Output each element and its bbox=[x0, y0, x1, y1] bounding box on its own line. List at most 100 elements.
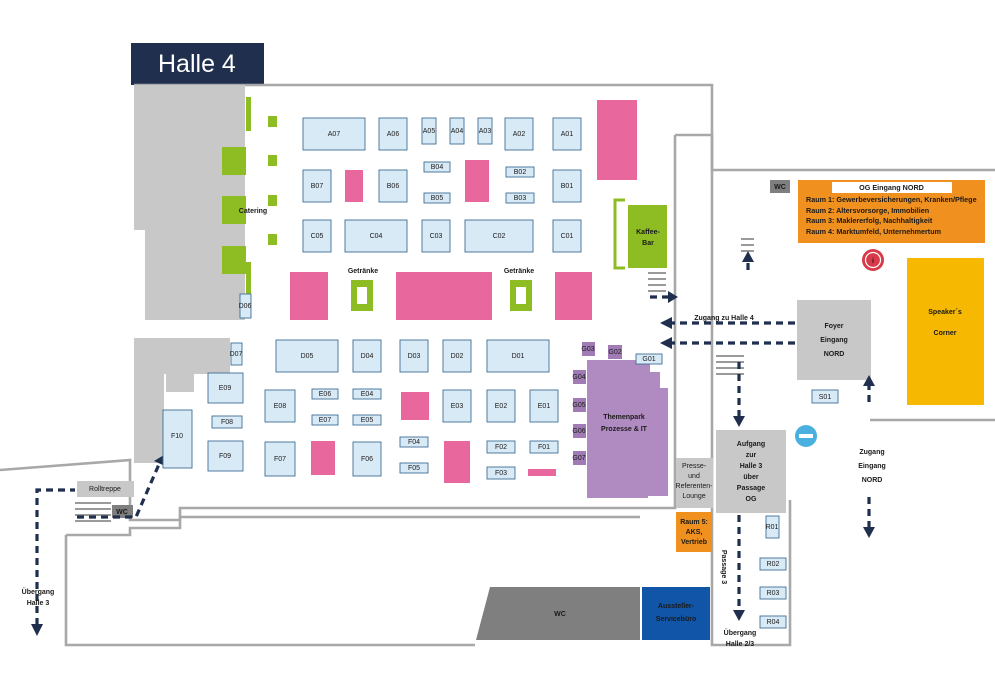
raum5-label: Vertrieb bbox=[681, 539, 707, 546]
booth-S01[interactable] bbox=[811, 389, 839, 404]
booth-A02[interactable] bbox=[504, 117, 534, 151]
booth-label: G06 bbox=[572, 428, 585, 435]
booth-B01[interactable] bbox=[552, 169, 582, 203]
booth-label: G01 bbox=[642, 356, 655, 363]
wc-main-area bbox=[476, 587, 640, 640]
booth-E07[interactable] bbox=[311, 414, 339, 426]
booth-F07[interactable] bbox=[264, 441, 296, 477]
booth-E08[interactable] bbox=[264, 389, 296, 423]
booth-F01[interactable] bbox=[529, 440, 559, 454]
booth-F04[interactable] bbox=[399, 436, 429, 448]
booth-D03[interactable] bbox=[399, 339, 429, 373]
booth-R03[interactable] bbox=[759, 586, 787, 600]
getraenke-label: Getränke bbox=[348, 268, 378, 275]
booth-B05[interactable] bbox=[423, 192, 451, 204]
booth-C03[interactable] bbox=[421, 219, 451, 253]
booth-C01[interactable] bbox=[552, 219, 582, 253]
raum5-label: AKS, bbox=[686, 529, 703, 536]
booth-G06[interactable] bbox=[573, 424, 586, 438]
booth-label: A01 bbox=[561, 131, 574, 138]
booth-label: R01 bbox=[766, 524, 779, 531]
aufgang-box bbox=[716, 430, 786, 513]
booth-label: C03 bbox=[430, 233, 443, 240]
booth-G05[interactable] bbox=[573, 398, 586, 412]
foyer-label: Eingang bbox=[820, 337, 848, 344]
booth-D07[interactable] bbox=[230, 342, 243, 366]
booth-label: F09 bbox=[219, 453, 231, 460]
booth-E05[interactable] bbox=[352, 414, 382, 426]
booth-D04[interactable] bbox=[352, 339, 382, 373]
aufgang-label: Aufgang bbox=[737, 441, 765, 448]
booth-A06[interactable] bbox=[378, 117, 408, 151]
pink-area-3 bbox=[465, 160, 489, 202]
booth-B04[interactable] bbox=[423, 161, 451, 173]
getraenke-stand-right-inner bbox=[516, 287, 526, 304]
stairs-foyer-top bbox=[741, 238, 754, 252]
booth-G01[interactable] bbox=[635, 353, 663, 365]
stairs-kaffee bbox=[648, 272, 666, 292]
booth-F03[interactable] bbox=[486, 466, 516, 480]
booth-E06[interactable] bbox=[311, 388, 339, 400]
booth-C02[interactable] bbox=[464, 219, 534, 253]
booth-label: B02 bbox=[514, 169, 527, 176]
booth-label: F03 bbox=[495, 470, 507, 477]
booth-R04[interactable] bbox=[759, 615, 787, 629]
booth-R02[interactable] bbox=[759, 557, 787, 571]
storage-block bbox=[166, 368, 194, 392]
booth-label: S01 bbox=[819, 394, 832, 401]
booth-A03[interactable] bbox=[477, 117, 493, 145]
booth-D05[interactable] bbox=[275, 339, 339, 373]
aufgang-label: zur bbox=[746, 452, 757, 459]
booth-F02[interactable] bbox=[486, 440, 516, 454]
booth-label: E07 bbox=[319, 417, 332, 424]
booth-R01[interactable] bbox=[765, 515, 780, 539]
booth-F10[interactable] bbox=[162, 409, 193, 469]
booth-B03[interactable] bbox=[505, 192, 535, 204]
booth-E01[interactable] bbox=[529, 389, 559, 423]
hall-title: Halle 4 bbox=[131, 43, 264, 85]
booth-label: E02 bbox=[495, 403, 508, 410]
booth-A01[interactable] bbox=[552, 117, 582, 151]
booth-label: D02 bbox=[451, 353, 464, 360]
booth-G02[interactable] bbox=[608, 345, 622, 359]
og-box-line: Raum 4: Marktumfeld, Unternehmertum bbox=[806, 226, 941, 236]
pink-area-7 bbox=[401, 392, 429, 420]
booth-C05[interactable] bbox=[302, 219, 332, 253]
booth-B07[interactable] bbox=[302, 169, 332, 203]
pink-area-1 bbox=[597, 100, 637, 180]
booth-E09[interactable] bbox=[207, 372, 244, 404]
booth-E03[interactable] bbox=[442, 389, 472, 423]
area-labels: Catering Getränke Getränke Kaffee- Bar T… bbox=[22, 184, 962, 648]
booth-E02[interactable] bbox=[486, 389, 516, 423]
booth-label: R03 bbox=[767, 590, 780, 597]
booth-label: A06 bbox=[387, 131, 400, 138]
booth-A05[interactable] bbox=[421, 117, 437, 145]
booth-G07[interactable] bbox=[573, 451, 586, 465]
lower-corridor-wall bbox=[64, 535, 475, 647]
booth-B02[interactable] bbox=[505, 166, 535, 178]
presse-label: und bbox=[688, 473, 700, 480]
booth-D06[interactable] bbox=[239, 293, 252, 319]
booth-label: B05 bbox=[431, 195, 444, 202]
booth-B06[interactable] bbox=[378, 169, 408, 203]
service-buero-label: Servicebüro bbox=[656, 616, 696, 623]
booth-A07[interactable] bbox=[302, 117, 366, 151]
booth-labels: A07 A06 A05 A04 A03 A02 A01 B07 B06 B04 … bbox=[171, 128, 831, 626]
stairs-rolltreppe bbox=[75, 502, 111, 522]
booth-F05[interactable] bbox=[399, 462, 429, 474]
booth-A04[interactable] bbox=[449, 117, 465, 145]
og-box-title: OG Eingang NORD bbox=[831, 182, 952, 193]
booth-F09[interactable] bbox=[207, 440, 244, 472]
booth-F06[interactable] bbox=[352, 441, 382, 477]
booth-F08[interactable] bbox=[211, 415, 243, 429]
pink-area-9 bbox=[444, 441, 470, 483]
booth-E04[interactable] bbox=[352, 388, 382, 400]
booth-label: G04 bbox=[572, 374, 585, 381]
booth-G03[interactable] bbox=[582, 342, 595, 356]
booth-G04[interactable] bbox=[573, 370, 586, 384]
booth-D01[interactable] bbox=[486, 339, 550, 373]
booth-C04[interactable] bbox=[344, 219, 408, 253]
catering-counter-1 bbox=[222, 147, 246, 175]
booth-D02[interactable] bbox=[442, 339, 472, 373]
